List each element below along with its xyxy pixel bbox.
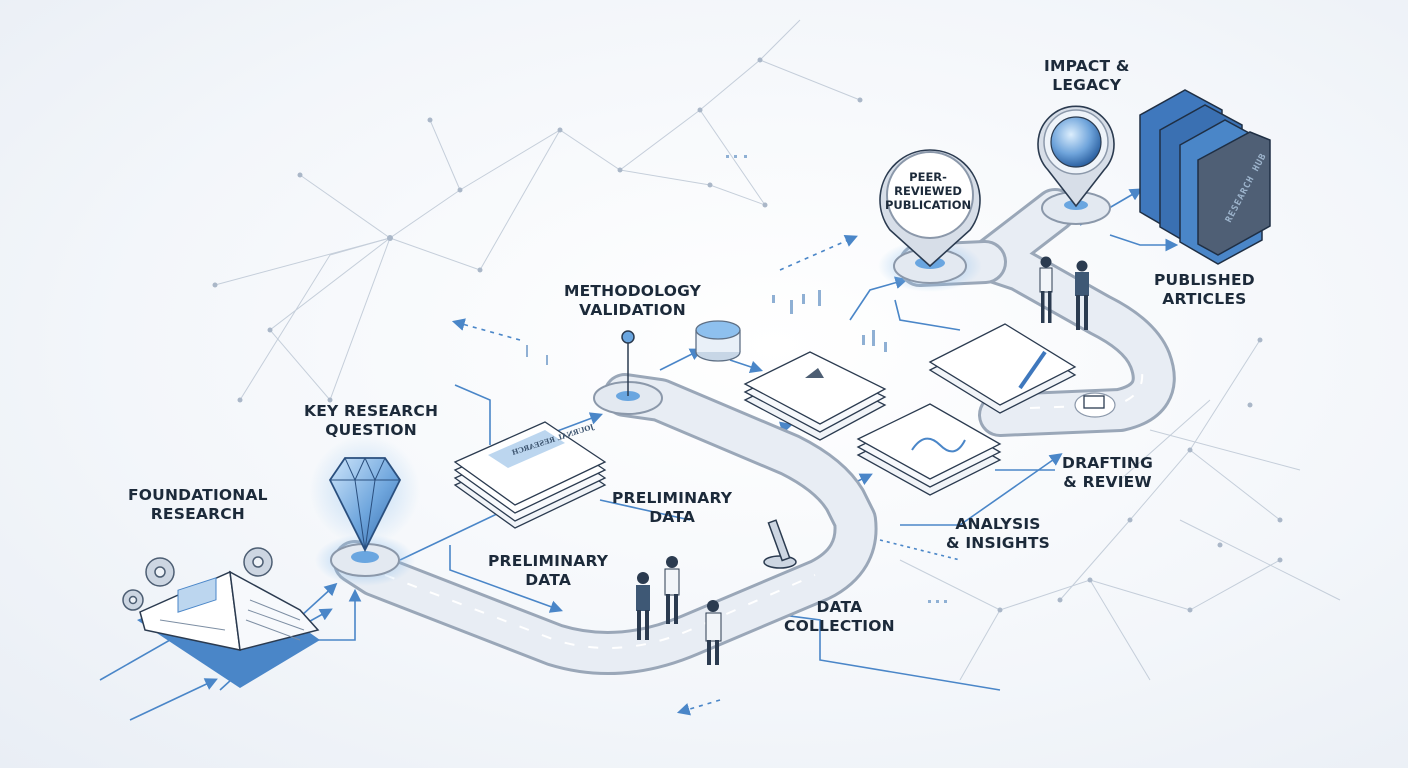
paper-stack-journal	[453, 421, 607, 529]
label-preliminary-data-lower: PRELIMINARY DATA	[488, 552, 609, 589]
label-key-research-question: KEY RESEARCH QUESTION	[304, 402, 439, 439]
methodology-pin	[621, 330, 635, 396]
label-preliminary-data-upper: PRELIMINARY DATA	[612, 489, 733, 526]
label-peer-reviewed-publication: PEER- REVIEWED PUBLICATION	[885, 170, 972, 212]
label-methodology-validation: METHODOLOGY VALIDATION	[564, 282, 702, 319]
microscope-icon	[763, 519, 797, 569]
network-background	[214, 19, 1341, 681]
label-foundational-research: FOUNDATIONAL RESEARCH	[128, 486, 268, 523]
researchers-group-1	[636, 556, 722, 665]
label-published-articles: PUBLISHED ARTICLES	[1154, 271, 1255, 308]
label-analysis-insights: ANALYSIS & INSIGHTS	[946, 515, 1051, 552]
label-data-collection: DATA COLLECTION	[784, 598, 895, 635]
validation-device	[695, 320, 741, 362]
paper-stack-analysis	[856, 403, 1002, 496]
key-question-gem	[310, 435, 420, 553]
decor-bars	[526, 155, 947, 603]
gears-icon	[122, 547, 273, 611]
open-book	[137, 570, 320, 688]
label-impact-legacy: IMPACT & LEGACY	[1044, 57, 1130, 94]
paper-stack-drafting	[928, 323, 1077, 414]
network-nodes	[212, 57, 1283, 613]
paper-stack-methods	[743, 351, 887, 441]
published-books	[1139, 89, 1271, 265]
peer-review-pin	[879, 149, 981, 268]
laptop-icon	[1074, 392, 1116, 418]
impact-pin	[1037, 105, 1115, 208]
research-road	[333, 188, 1176, 675]
researchers-group-2	[1039, 256, 1089, 330]
label-drafting-review: DRAFTING & REVIEW	[1062, 454, 1154, 491]
